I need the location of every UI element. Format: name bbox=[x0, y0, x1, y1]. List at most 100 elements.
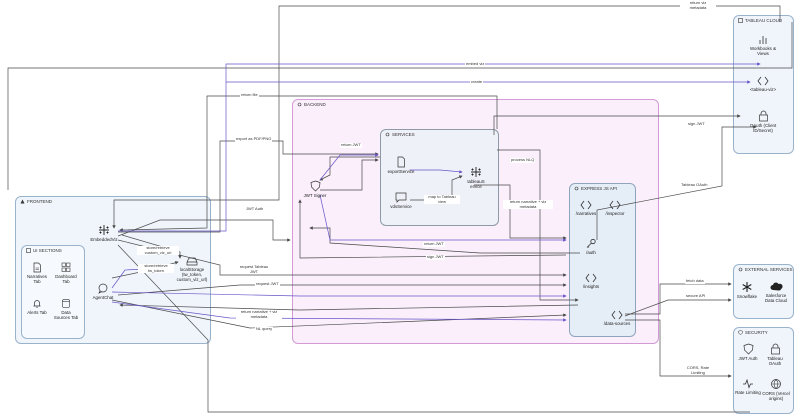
edge-label-sign-jwt: sign JWT bbox=[687, 121, 706, 127]
tableau-logo-icon bbox=[471, 167, 481, 177]
localstorage-node[interactable]: localStorage (tw_token, custom_viz_url) bbox=[175, 256, 209, 282]
edge-label-map: map to Tableau view bbox=[424, 194, 460, 205]
dashboard-tab-label: Dashboard Tab bbox=[55, 274, 77, 284]
narratives-tab-label: Narratives Tab bbox=[26, 274, 47, 284]
oauth-client-label: OAuth (Client ID/Secret) bbox=[749, 123, 777, 133]
edge-tableau-right bbox=[410, 169, 463, 174]
tableauservice-node[interactable]: tableauService bbox=[462, 166, 490, 189]
snowflake-label: Snowflake bbox=[736, 294, 758, 299]
edge-agentchat-insights bbox=[111, 291, 567, 298]
shield-icon bbox=[738, 330, 743, 335]
tableau-logo-icon bbox=[99, 225, 109, 235]
jwt-signer-node[interactable]: JWT Signer bbox=[301, 180, 329, 198]
vdsservice-node[interactable]: vdsService bbox=[386, 192, 416, 209]
salesforce-label: Salesforce Data Cloud bbox=[765, 293, 787, 303]
edge-jwt-signer-loop bbox=[319, 153, 379, 181]
edge-label-nl-query: NL query bbox=[255, 326, 274, 332]
edge-cors bbox=[625, 319, 732, 378]
tableau-cloud-group: TABLEAU CLOUD bbox=[733, 15, 794, 154]
jwt-auth-node[interactable]: JWT Auth bbox=[736, 343, 760, 361]
gear-icon bbox=[574, 186, 579, 191]
snowflake-node[interactable]: Snowflake bbox=[735, 281, 759, 299]
edge-label-cors: CORS, Rate Limiting bbox=[683, 365, 713, 376]
services-title: SERVICES bbox=[392, 132, 415, 137]
edge-jwt-auth bbox=[117, 219, 291, 242]
edge-ds-query bbox=[111, 301, 567, 322]
salesforce-node[interactable]: Salesforce Data Cloud bbox=[761, 281, 791, 303]
tableau-oauth-node[interactable]: Tableau OAuth bbox=[762, 343, 788, 366]
chat-bubble-icon bbox=[98, 283, 108, 294]
workbooks-views-node[interactable]: Workbooks & Views bbox=[746, 34, 780, 56]
inspector-route-node[interactable]: /inspector bbox=[602, 200, 628, 216]
data-sources-route-node[interactable]: /data-sources bbox=[603, 310, 631, 326]
lock-icon bbox=[758, 110, 768, 122]
edge-services-exp bbox=[319, 194, 567, 242]
key-icon bbox=[586, 238, 596, 248]
tableau-oauth-label: Tableau OAuth bbox=[767, 356, 783, 366]
jwt-signer-label: JWT Signer bbox=[303, 193, 327, 198]
storage-icon bbox=[186, 257, 198, 266]
tableau-cloud-title: TABLEAU CLOUD bbox=[745, 18, 783, 23]
dashboard-tab-node[interactable]: Dashboard Tab bbox=[53, 262, 79, 284]
edge-label-process-nlq: process NLQ bbox=[510, 157, 536, 163]
edge-return-narr-right bbox=[474, 184, 567, 240]
exportservice-label: exportService bbox=[387, 169, 415, 174]
inspector-route-label: /inspector bbox=[605, 211, 625, 216]
edge-label-fetch-data: fetch data bbox=[685, 278, 705, 284]
edge-label-sign-jwt-lower: sign JWT bbox=[426, 254, 445, 260]
edge-store-custom bbox=[121, 234, 182, 259]
edge-request-jwt bbox=[117, 283, 567, 296]
globe-icon bbox=[771, 379, 781, 389]
edge-label-return-narr-right: return narrative + viz metadata bbox=[503, 199, 553, 210]
alerts-tab-node[interactable]: Alerts Tab bbox=[24, 298, 50, 315]
database-icon bbox=[62, 298, 70, 308]
narratives-route-node[interactable]: /narratives bbox=[573, 200, 599, 216]
exportservice-node[interactable]: exportService bbox=[386, 156, 416, 174]
data-sources-route-label: /data-sources bbox=[603, 321, 631, 326]
external-services-title: EXTERNAL SERVICES bbox=[745, 267, 793, 272]
edge-sign-in bbox=[493, 114, 741, 135]
edge-loop-left bbox=[7, 22, 793, 190]
edge-label-jwt-auth: JWT Auth bbox=[245, 206, 265, 212]
frontend-title: FRONTEND bbox=[27, 199, 52, 204]
agentchat-node[interactable]: AgentChat bbox=[89, 283, 117, 300]
edge-label-return-viz-metadata: return viz metadata bbox=[680, 0, 716, 11]
edge-label-secure-api: secure API bbox=[685, 293, 707, 299]
alerts-tab-label: Alerts Tab bbox=[27, 310, 47, 315]
ui-sections-group: UI SECTIONS bbox=[21, 245, 85, 339]
data-sources-tab-node[interactable]: Data Sources Tab bbox=[53, 298, 79, 320]
edge-return-narr-left bbox=[119, 303, 579, 311]
grid-icon bbox=[26, 248, 31, 253]
auth-route-node[interactable]: /auth bbox=[578, 238, 604, 255]
edge-embed-viz bbox=[118, 62, 761, 232]
narratives-tab-node[interactable]: Narratives Tab bbox=[24, 262, 50, 284]
bell-icon bbox=[33, 300, 41, 308]
express-api-title: EXPRESS JS API bbox=[581, 186, 618, 191]
edge-embedviz-down bbox=[117, 244, 750, 413]
narratives-route-label: /narratives bbox=[575, 211, 597, 216]
insights-route-node[interactable]: /insights bbox=[578, 273, 604, 289]
cors-node[interactable]: CORS (Vercel origins) bbox=[762, 378, 790, 401]
edge-label-export: export as PDF/PNG bbox=[235, 136, 273, 142]
security-title: SECURITY bbox=[745, 330, 768, 335]
embeddedviz-node[interactable]: EmbeddedViz bbox=[89, 224, 119, 242]
document-icon bbox=[33, 262, 41, 273]
cors-label: CORS (Vercel origins) bbox=[762, 391, 790, 401]
tableau-viz-label: <tableau-viz> bbox=[749, 87, 777, 92]
vdsservice-label: vdsService bbox=[390, 204, 412, 209]
edge-secure-api bbox=[624, 298, 732, 317]
triangle-icon bbox=[20, 199, 25, 204]
grid-icon bbox=[61, 262, 71, 272]
edge-sign-jwt bbox=[320, 158, 379, 191]
activity-icon bbox=[743, 378, 753, 389]
code-icon bbox=[611, 310, 623, 320]
ui-sections-title: UI SECTIONS bbox=[33, 248, 62, 253]
rate-limiting-node[interactable]: Rate Limiting bbox=[734, 378, 762, 395]
edge-nl-query bbox=[111, 299, 567, 329]
tableau-viz-node[interactable]: <tableau-viz> bbox=[746, 76, 780, 92]
edge-fetch-data bbox=[625, 282, 732, 315]
insights-route-label: /insights bbox=[582, 284, 600, 289]
oauth-client-node[interactable]: OAuth (Client ID/Secret) bbox=[746, 110, 780, 133]
edge-sign-jwt-lower bbox=[298, 199, 567, 259]
